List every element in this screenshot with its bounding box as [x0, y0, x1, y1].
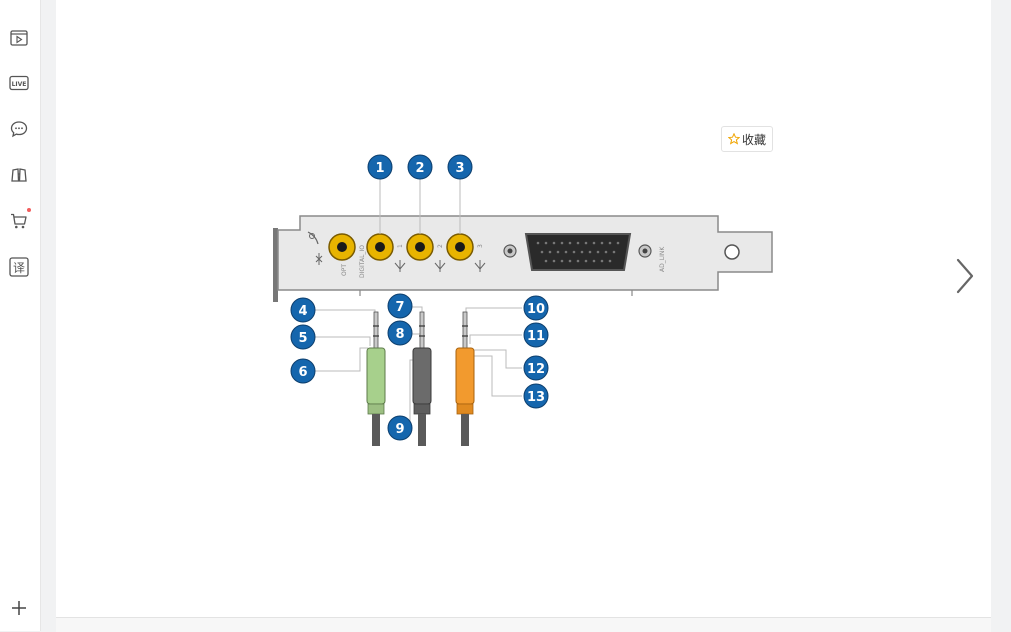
- label-jack2: 2: [437, 244, 444, 248]
- callout-11-label: 11: [527, 329, 545, 344]
- live-icon[interactable]: LIVE: [8, 72, 30, 94]
- callout-9-label: 9: [395, 422, 404, 437]
- callout-12-label: 12: [527, 362, 545, 377]
- left-sidebar: LIVE 译: [0, 0, 41, 631]
- jack-symbols: [394, 260, 486, 272]
- callout-2-label: 2: [415, 161, 424, 176]
- bottom-toolbar: [56, 617, 991, 632]
- plug-green: [366, 311, 386, 446]
- sound-card-diagram: OPT DIGITAL_IO 1 2 3 AD_LINK: [273, 154, 773, 446]
- plug-orange: [455, 311, 475, 446]
- label-jack1: 1: [397, 244, 404, 248]
- callout-7: 7: [387, 293, 413, 319]
- callout-5-label: 5: [298, 331, 307, 346]
- callout-3-label: 3: [455, 161, 464, 176]
- callout-7-label: 7: [395, 300, 404, 315]
- jack-2: [406, 233, 434, 261]
- live-icon-label: LIVE: [12, 81, 27, 88]
- callout-3: 3: [447, 154, 473, 180]
- callout-11: 11: [523, 322, 549, 348]
- star-outline-icon: [727, 133, 740, 145]
- callout-10: 10: [523, 295, 549, 321]
- glasses-icon[interactable]: [8, 164, 30, 186]
- right-margin: [991, 0, 1011, 631]
- callout-4-label: 4: [298, 304, 307, 319]
- label-opt: OPT: [341, 264, 348, 276]
- callout-6-label: 6: [298, 365, 307, 380]
- jack-1: [366, 233, 394, 261]
- callout-5: 5: [290, 324, 316, 350]
- label-ad-link: AD_LINK: [659, 246, 666, 272]
- translate-icon-label: 译: [13, 261, 25, 275]
- notification-badge: [27, 208, 31, 212]
- jack-opt: [328, 233, 356, 261]
- label-digital-io: DIGITAL_IO: [359, 245, 366, 278]
- chevron-right-icon: [956, 258, 974, 294]
- callout-9: 9: [387, 415, 413, 441]
- callout-1: 1: [367, 154, 393, 180]
- screw-right: [638, 244, 652, 258]
- callout-10-label: 10: [527, 302, 545, 317]
- dsub-connector: [524, 233, 632, 271]
- callout-8-label: 8: [395, 327, 404, 342]
- callout-13: 13: [523, 383, 549, 409]
- next-image-button[interactable]: [948, 256, 982, 296]
- callout-8: 8: [387, 320, 413, 346]
- callout-1-label: 1: [375, 161, 384, 176]
- callout-12: 12: [523, 355, 549, 381]
- collect-button[interactable]: 收藏: [721, 126, 773, 152]
- plug-gray: [412, 311, 432, 446]
- pci-bracket: [273, 215, 773, 302]
- shopping-cart-icon[interactable]: [8, 208, 31, 232]
- image-viewer: [56, 0, 991, 617]
- jack-3: [446, 233, 474, 261]
- callout-2: 2: [407, 154, 433, 180]
- label-jack3: 3: [477, 244, 484, 248]
- callout-13-label: 13: [527, 390, 545, 405]
- video-play-icon[interactable]: [8, 27, 30, 49]
- translate-icon[interactable]: 译: [8, 256, 30, 278]
- screw-left: [503, 244, 517, 258]
- callout-4: 4: [290, 297, 316, 323]
- collect-label: 收藏: [741, 132, 766, 147]
- optical-port-icon: [307, 231, 323, 265]
- chat-bubble-icon[interactable]: [8, 118, 30, 140]
- callout-6: 6: [290, 358, 316, 384]
- plus-icon[interactable]: [8, 597, 30, 619]
